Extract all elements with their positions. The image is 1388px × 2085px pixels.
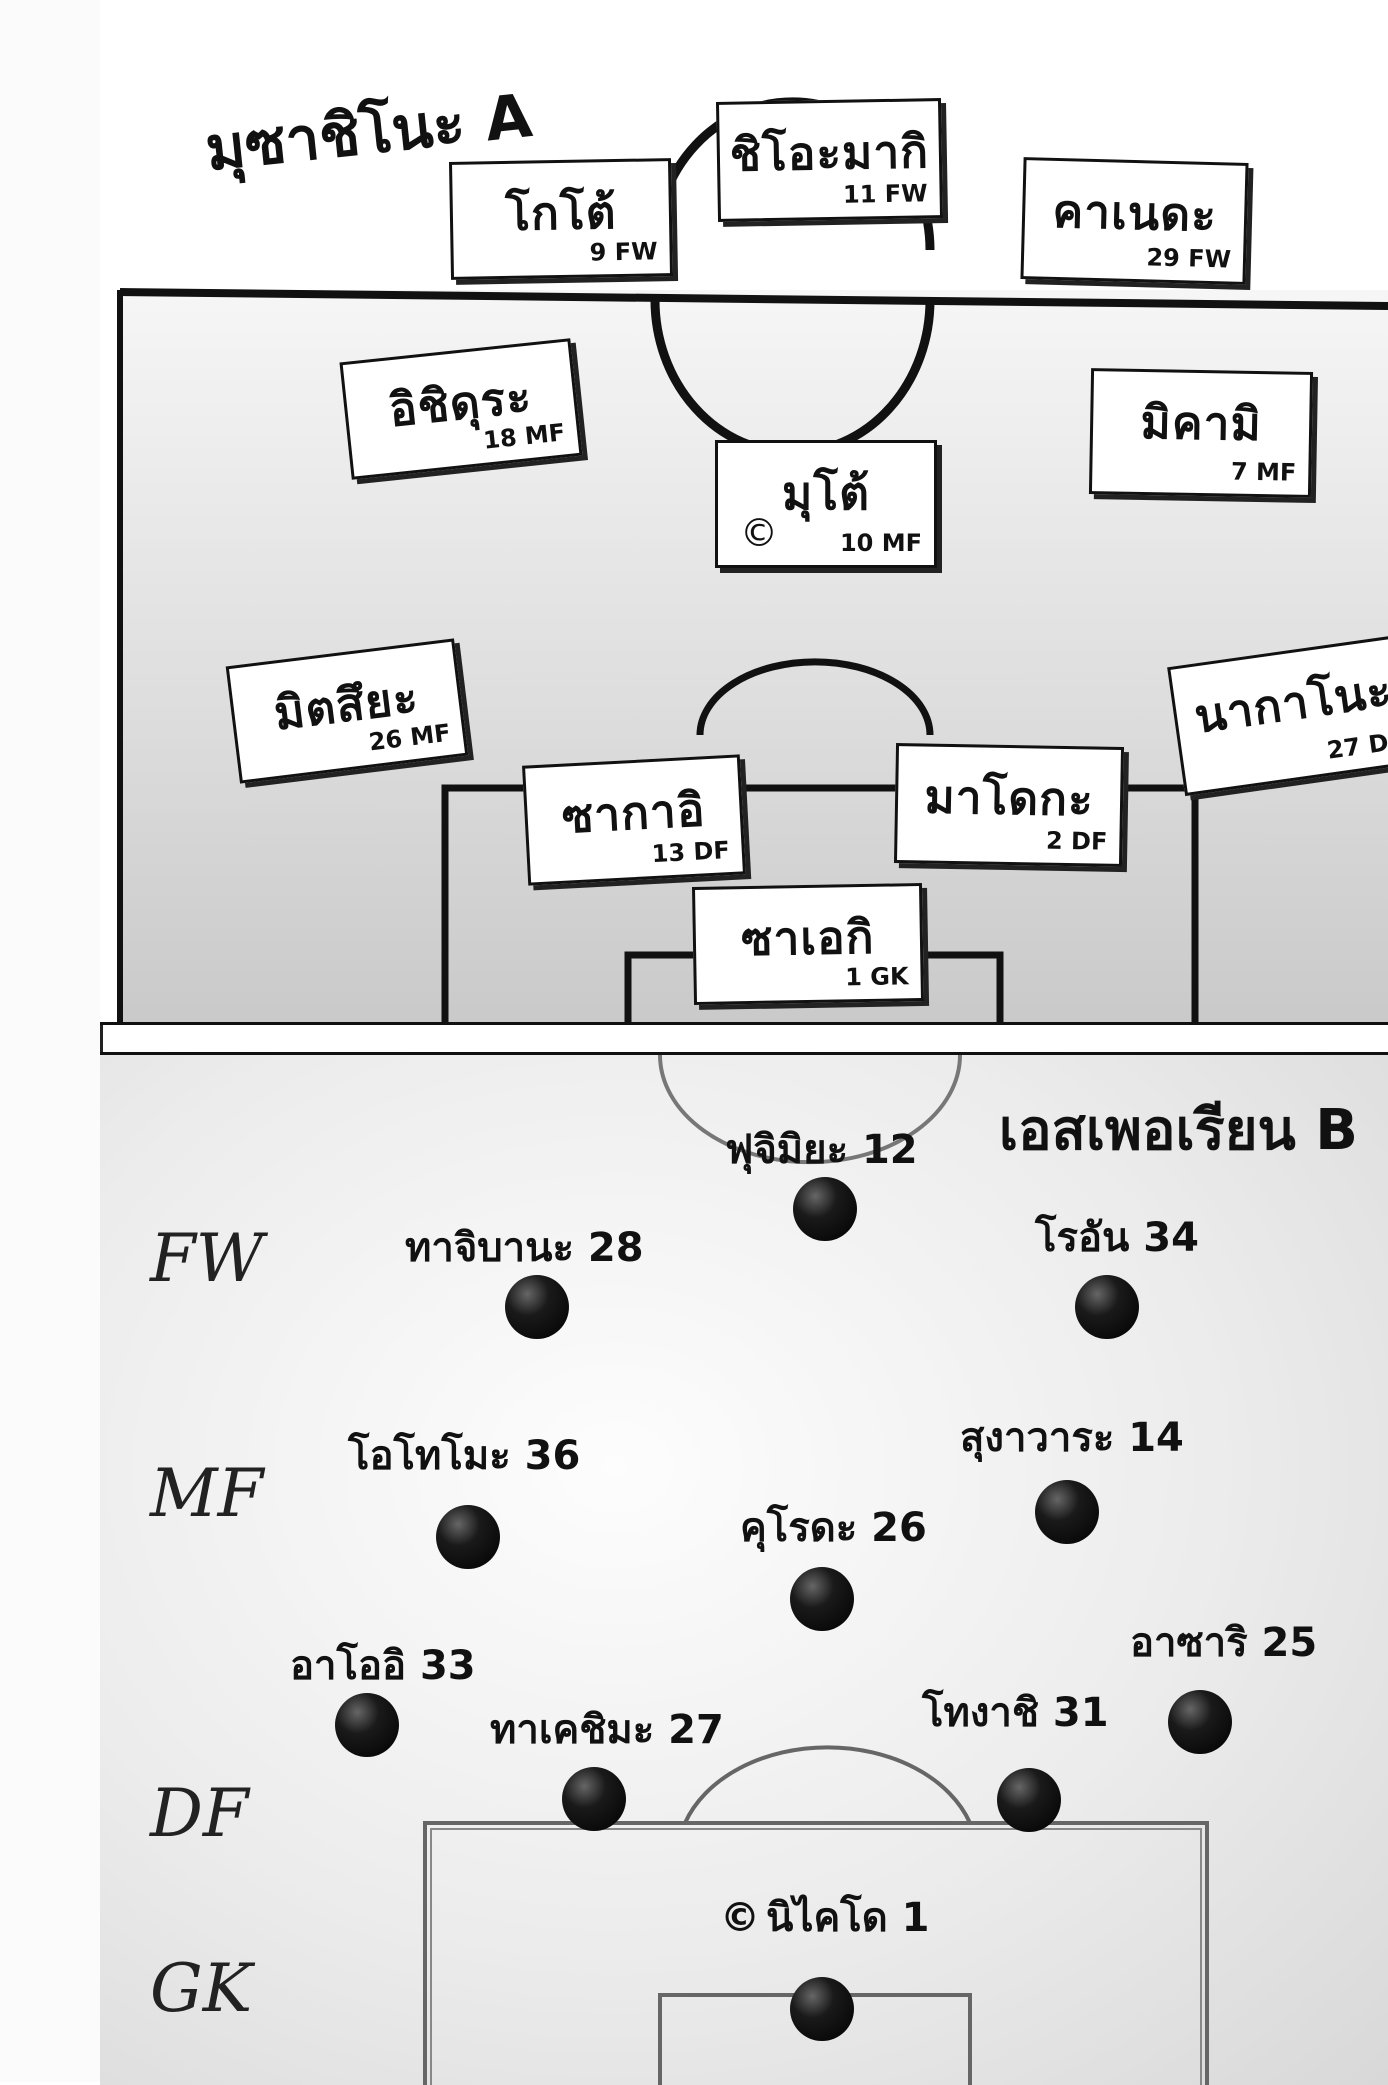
player-label: นิไคโด 1 [766,1895,930,1941]
player-number: 1 GK [844,962,909,992]
player-name: คาเนดะ [1051,183,1218,243]
player-marker [790,1977,854,2041]
player-marker [1035,1480,1099,1544]
player-marker [562,1767,626,1831]
page-gutter [0,0,100,2082]
player-label: โรอัน 34 [1035,1215,1199,1261]
player-marker [335,1693,399,1757]
player-card-mikami: มิคามิ 7 MF [1088,368,1314,498]
player-card-sakai: ซากาอิ 13 DF [522,754,746,886]
captain-mark: © [720,1895,760,1941]
team-a-panel: มุซาชิโนะ A ชิโอะมากิ 11 FW โกโต้ 9 FW ค… [100,0,1388,1025]
player-card-goto: โกโต้ 9 FW [448,158,674,280]
position-label-gk: GK [150,1950,253,2027]
player-label: คุโรดะ 26 [740,1505,927,1551]
player-label: อาซาริ 25 [1130,1620,1318,1666]
position-label-df: DF [150,1775,249,1852]
player-marker [1075,1275,1139,1339]
player-label-row: ©นิไคโด 1 [720,1885,929,1949]
player-number: 11 FW [842,179,928,209]
player-number: 10 MF [839,529,922,557]
player-label: อาโออิ 33 [290,1643,476,1689]
player-label: สุงาวาระ 14 [960,1415,1184,1461]
player-card-shiomaki: ชิโอะมากิ 11 FW [715,98,944,222]
player-name: มาโดกะ [924,769,1095,827]
player-label: โอโทโมะ 36 [348,1433,581,1479]
player-number: 2 DF [1045,826,1108,856]
player-name: มิคามิ [1140,394,1263,452]
player-card-saeki: ซาเอกิ 1 GK [691,883,925,1005]
player-label: ทาเคชิมะ 27 [490,1707,724,1753]
position-label-fw: FW [150,1220,264,1297]
player-marker [793,1177,857,1241]
position-label-mf: MF [150,1455,264,1532]
team-b-title: เอสเพอเรียน B [998,1098,1358,1163]
captain-mark: © [740,511,778,555]
player-marker [505,1275,569,1339]
player-card-ishizura: อิชิดุระ 18 MF [339,338,583,480]
player-number: 7 MF [1230,457,1297,487]
player-marker [436,1505,500,1569]
player-number: 29 FW [1146,243,1232,274]
player-number: 13 DF [650,836,731,869]
player-marker [1168,1690,1232,1754]
player-name: มุโต้ [782,466,870,520]
player-card-muto: มุโต้ © 10 MF [715,440,937,568]
player-marker [790,1567,854,1631]
player-card-madoka: มาโดกะ 2 DF [893,743,1125,867]
player-label: ทาจิบานะ 28 [405,1225,644,1271]
player-label: โทงาชิ 31 [922,1690,1109,1736]
player-label: ฟุจิมิยะ 12 [725,1127,918,1173]
player-marker [997,1768,1061,1832]
team-b-panel: เอสเพอเรียน B FW MF DF GK ฟุจิมิยะ 12 ทา… [100,1052,1388,2085]
gutter-border [100,0,103,2082]
player-number: 9 FW [589,237,658,267]
player-card-kaneda: คาเนดะ 29 FW [1020,157,1249,285]
